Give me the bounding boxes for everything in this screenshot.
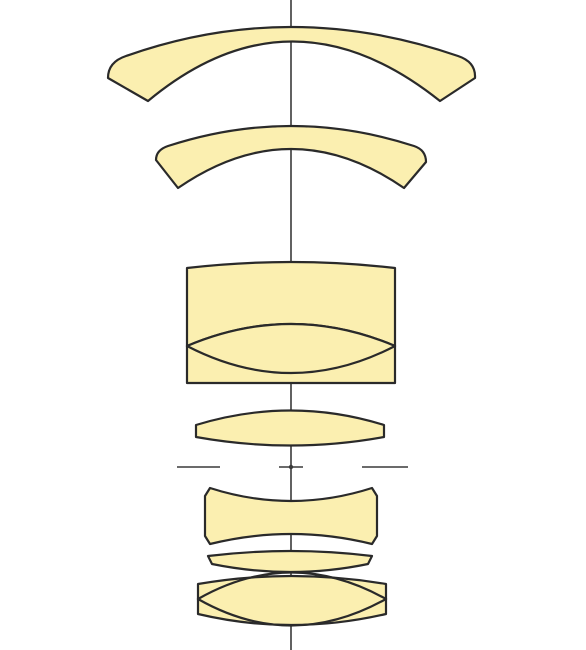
- aperture-stop-dot: [288, 464, 294, 470]
- lens-element-6: [203, 486, 379, 546]
- cemented-interface-3: [196, 597, 388, 627]
- lens-element-5: [194, 409, 386, 447]
- cemented-interface-1: [185, 344, 397, 375]
- lens-element-7: [206, 549, 374, 574]
- lens-element-8: [196, 574, 388, 627]
- cemented-interface-2: [196, 571, 388, 601]
- lens-element-1: [106, 25, 477, 103]
- lens-element-2: [154, 124, 428, 190]
